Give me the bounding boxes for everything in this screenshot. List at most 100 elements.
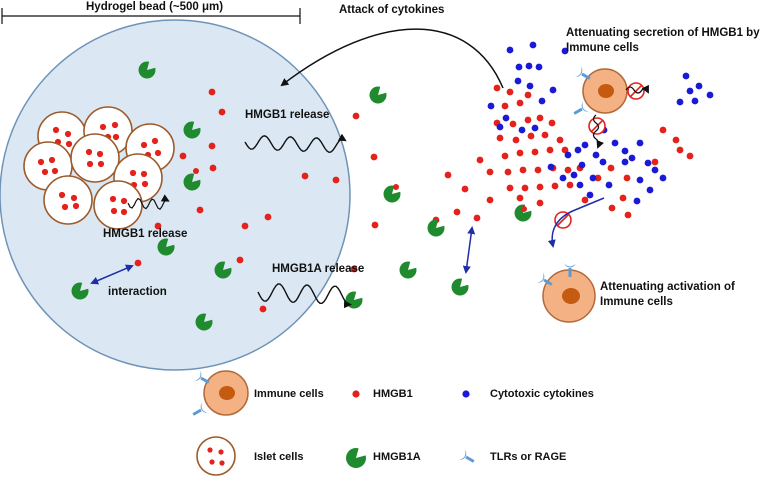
cytokine-dot xyxy=(628,154,636,162)
release-waves xyxy=(127,133,352,309)
cytokine-dot xyxy=(502,114,510,122)
cytokine-dot xyxy=(496,123,504,131)
hmgb1a-molecule xyxy=(369,86,387,104)
cytokine-dot xyxy=(529,41,537,49)
receptor xyxy=(190,367,210,384)
hmgb1-dot xyxy=(516,194,524,202)
hmgb1-dot xyxy=(564,166,572,174)
cytokine-dot xyxy=(538,97,546,105)
cytokine-activation-arrow xyxy=(547,197,605,248)
legend-hmgb1a-label: HMGB1A xyxy=(373,451,421,463)
hmgb1-dot xyxy=(619,194,627,202)
hmgb1-dot xyxy=(536,199,544,207)
bead-size-label: Hydrogel bead (~500 μm) xyxy=(86,1,224,13)
receptor xyxy=(192,399,212,416)
hmgb1a-molecule xyxy=(195,313,213,331)
hmgb1-bound-dot xyxy=(521,206,527,212)
hmgb1a-molecule xyxy=(399,261,417,279)
hmgb1a-molecule xyxy=(427,219,445,237)
hmgb1-dot xyxy=(352,112,360,120)
cytokine-dot xyxy=(586,191,594,199)
receptor xyxy=(455,446,475,463)
islet-hmgb1-dot xyxy=(51,167,59,175)
cytokine-molecules xyxy=(487,41,714,205)
hydrogel-bead xyxy=(0,19,351,371)
cytokine-dot xyxy=(535,63,543,71)
cytokine-dot xyxy=(636,139,644,147)
cytokine-dot xyxy=(531,124,539,132)
cytokine-dot xyxy=(676,98,684,106)
islet-hmgb1-dot xyxy=(64,130,72,138)
hmgb1-dot xyxy=(476,156,484,164)
cytokine-dot xyxy=(636,176,644,184)
hmgb1a-molecule xyxy=(157,238,175,256)
hmgb1-dot xyxy=(236,256,244,264)
hmgb1-dot xyxy=(370,153,378,161)
hmgb1-dot xyxy=(504,168,512,176)
attack-label: Attack of cytokines xyxy=(339,4,445,16)
hmgb1a-molecule xyxy=(214,261,232,279)
hmgb1-dot xyxy=(624,211,632,219)
cytokine-dot xyxy=(526,82,534,90)
hmgb1-dot xyxy=(521,184,529,192)
hmgb1-dot xyxy=(444,171,452,179)
cytokine-dot xyxy=(559,174,567,182)
receptor-shape xyxy=(562,261,578,277)
hmgb1-dot xyxy=(516,149,524,157)
interaction-arrow-left xyxy=(90,264,134,285)
cytokine-dot xyxy=(506,46,514,54)
hmgb1-release-label-outer: HMGB1 release xyxy=(245,109,330,121)
secretion-arrow-right xyxy=(625,84,649,94)
hmgb1-dot xyxy=(536,114,544,122)
cytokine-dot xyxy=(621,147,629,155)
hmgb1-dot xyxy=(493,84,501,92)
islet-cell xyxy=(70,133,120,183)
hmgb1-dot xyxy=(581,196,589,204)
legend-receptor-label: TLRs or RAGE xyxy=(490,451,567,463)
hmgb1-dot xyxy=(501,102,509,110)
legend-immune-cells-label: Immune cells xyxy=(254,388,324,400)
hmgb1-dot xyxy=(473,214,481,222)
islet-hmgb1-dot xyxy=(140,141,148,149)
receptor xyxy=(533,269,553,286)
inhibit-slash xyxy=(590,119,604,133)
islet-hmgb1-dot xyxy=(37,158,45,166)
hmgb1-dot xyxy=(651,158,659,166)
receptor-shape xyxy=(190,367,210,384)
hmgb1-dot xyxy=(676,146,684,154)
attenuate-activation-label-2: Immune cells xyxy=(600,296,673,308)
cytokine-dot xyxy=(611,139,619,147)
inhibit-slash xyxy=(629,84,643,98)
immune-cell-top xyxy=(582,68,628,114)
islet-hmgb1-dot xyxy=(41,168,49,176)
islet-hmgb1-dot xyxy=(112,133,120,141)
hmgb1a-molecule xyxy=(383,185,401,203)
hmgb1-dot xyxy=(506,88,514,96)
hmgb1-dot xyxy=(519,166,527,174)
cytokine-dot xyxy=(659,174,667,182)
interaction-label: interaction xyxy=(108,286,167,298)
cytokine-dot xyxy=(633,197,641,205)
cytokine-dot xyxy=(570,171,578,179)
receptor-shape xyxy=(571,63,591,80)
hmgb1-dot xyxy=(218,108,226,116)
receptor-shape xyxy=(573,98,593,115)
hmgb1-dot xyxy=(608,204,616,212)
legend-cytokines-label: Cytotoxic cytokines xyxy=(490,388,594,400)
islet-hmgb1-dot xyxy=(65,140,73,148)
cytokine-dot xyxy=(578,161,586,169)
hmgb1-dot xyxy=(541,131,549,139)
cytokine-dot xyxy=(706,91,714,99)
hmgb1a-release-label: HMGB1A release xyxy=(272,263,365,275)
legend-islet-cells-label: Islet cells xyxy=(254,451,304,463)
cytokine-dot xyxy=(605,181,613,189)
hmgb1-dot xyxy=(332,176,340,184)
legend-hmgb1-label: HMGB1 xyxy=(373,388,413,400)
hmgb1a-molecule xyxy=(451,278,469,296)
islet-hmgb1-dot xyxy=(140,170,148,178)
cytokine-dot xyxy=(515,63,523,71)
hmgb1-dot xyxy=(209,164,217,172)
islet-hmgb1-dot xyxy=(86,160,94,168)
cytokine-dot xyxy=(576,181,584,189)
